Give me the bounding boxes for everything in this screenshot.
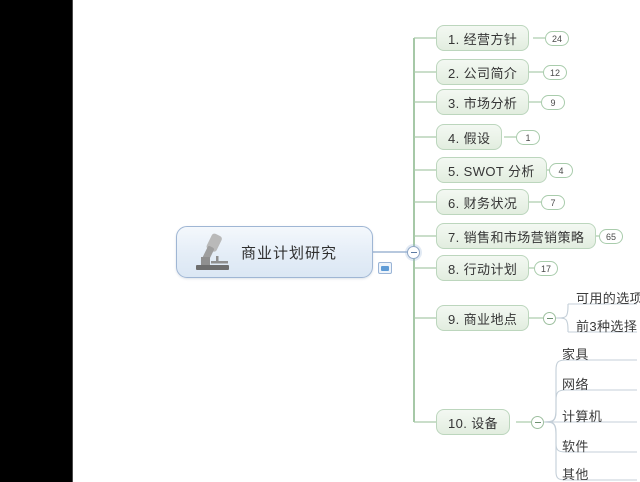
count-badge-4: 1 bbox=[516, 130, 540, 145]
branch-node-7[interactable]: 7. 销售和市场营销策略 bbox=[436, 223, 597, 249]
branch-node-1[interactable]: 1. 经营方针 bbox=[436, 25, 530, 51]
leaf-item-9-1[interactable]: 可用的选项 bbox=[576, 286, 640, 306]
branch-node-3[interactable]: 3. 市场分析 bbox=[436, 89, 530, 115]
leaf-label: 网络 bbox=[562, 377, 589, 392]
leaf-label: 家具 bbox=[562, 347, 589, 362]
gutter-edge-divider bbox=[72, 0, 73, 482]
leaf-label: 可用的选项 bbox=[576, 291, 640, 306]
leaf-item-10-5[interactable]: 其他 bbox=[562, 462, 589, 482]
branch-label: 7. 销售和市场营销策略 bbox=[448, 229, 585, 245]
leaf-item-10-1[interactable]: 家具 bbox=[562, 342, 589, 362]
count-badge-5: 4 bbox=[549, 163, 573, 178]
branch-node-4[interactable]: 4. 假设 bbox=[436, 124, 503, 150]
note-icon[interactable] bbox=[378, 262, 392, 274]
leaf-item-10-3[interactable]: 计算机 bbox=[562, 404, 602, 424]
leaf-item-9-2[interactable]: 前3种选择 bbox=[576, 314, 637, 334]
leaf-label: 计算机 bbox=[562, 409, 603, 424]
leaf-label: 其他 bbox=[562, 467, 589, 482]
branch-9-collapse-toggle[interactable] bbox=[543, 312, 556, 325]
branch-node-2[interactable]: 2. 公司简介 bbox=[436, 59, 530, 85]
branch-label: 5. SWOT 分析 bbox=[448, 163, 535, 179]
root-collapse-toggle[interactable] bbox=[407, 246, 420, 259]
branch-node-8[interactable]: 8. 行动计划 bbox=[436, 255, 530, 281]
count-badge-1: 24 bbox=[545, 31, 569, 46]
branch-label: 6. 财务状况 bbox=[448, 195, 518, 211]
branch-10-collapse-toggle[interactable] bbox=[531, 416, 544, 429]
leaf-item-10-4[interactable]: 软件 bbox=[562, 434, 589, 454]
branch-label: 8. 行动计划 bbox=[448, 261, 518, 277]
count-badge-8: 17 bbox=[534, 261, 558, 276]
leaf-label: 软件 bbox=[562, 439, 589, 454]
count-badge-6: 7 bbox=[541, 195, 565, 210]
count-badge-2: 12 bbox=[543, 65, 567, 80]
left-black-gutter bbox=[0, 0, 72, 482]
microscope-icon bbox=[183, 230, 241, 274]
branch-label: 2. 公司简介 bbox=[448, 65, 518, 81]
branch-node-6[interactable]: 6. 财务状况 bbox=[436, 189, 530, 215]
root-node[interactable]: 商业计划研究 bbox=[176, 226, 373, 278]
count-badge-3: 9 bbox=[541, 95, 565, 110]
branch-label: 3. 市场分析 bbox=[448, 95, 518, 111]
branch-label: 1. 经营方针 bbox=[448, 31, 518, 47]
branch-label: 4. 假设 bbox=[448, 130, 491, 146]
leaf-label: 前3种选择 bbox=[576, 319, 638, 334]
branch-label: 9. 商业地点 bbox=[448, 311, 518, 327]
branch-node-9[interactable]: 9. 商业地点 bbox=[436, 305, 530, 331]
branch-node-10[interactable]: 10. 设备 bbox=[436, 409, 511, 435]
branch-node-5[interactable]: 5. SWOT 分析 bbox=[436, 157, 547, 183]
count-badge-7: 65 bbox=[599, 229, 623, 244]
leaf-item-10-2[interactable]: 网络 bbox=[562, 372, 589, 392]
branch-label: 10. 设备 bbox=[448, 415, 499, 431]
root-label: 商业计划研究 bbox=[241, 244, 338, 262]
